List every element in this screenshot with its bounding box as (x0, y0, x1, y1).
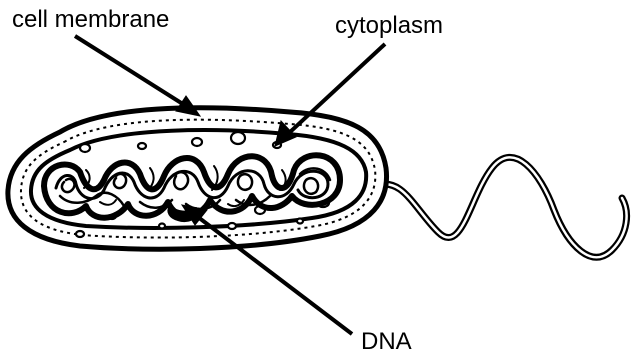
cell-membrane-arrow (75, 36, 200, 116)
dna-label: DNA (361, 330, 412, 354)
cell-membrane-label: cell membrane (12, 8, 169, 32)
cytoplasm-label: cytoplasm (335, 14, 443, 38)
flagellum (376, 157, 627, 257)
